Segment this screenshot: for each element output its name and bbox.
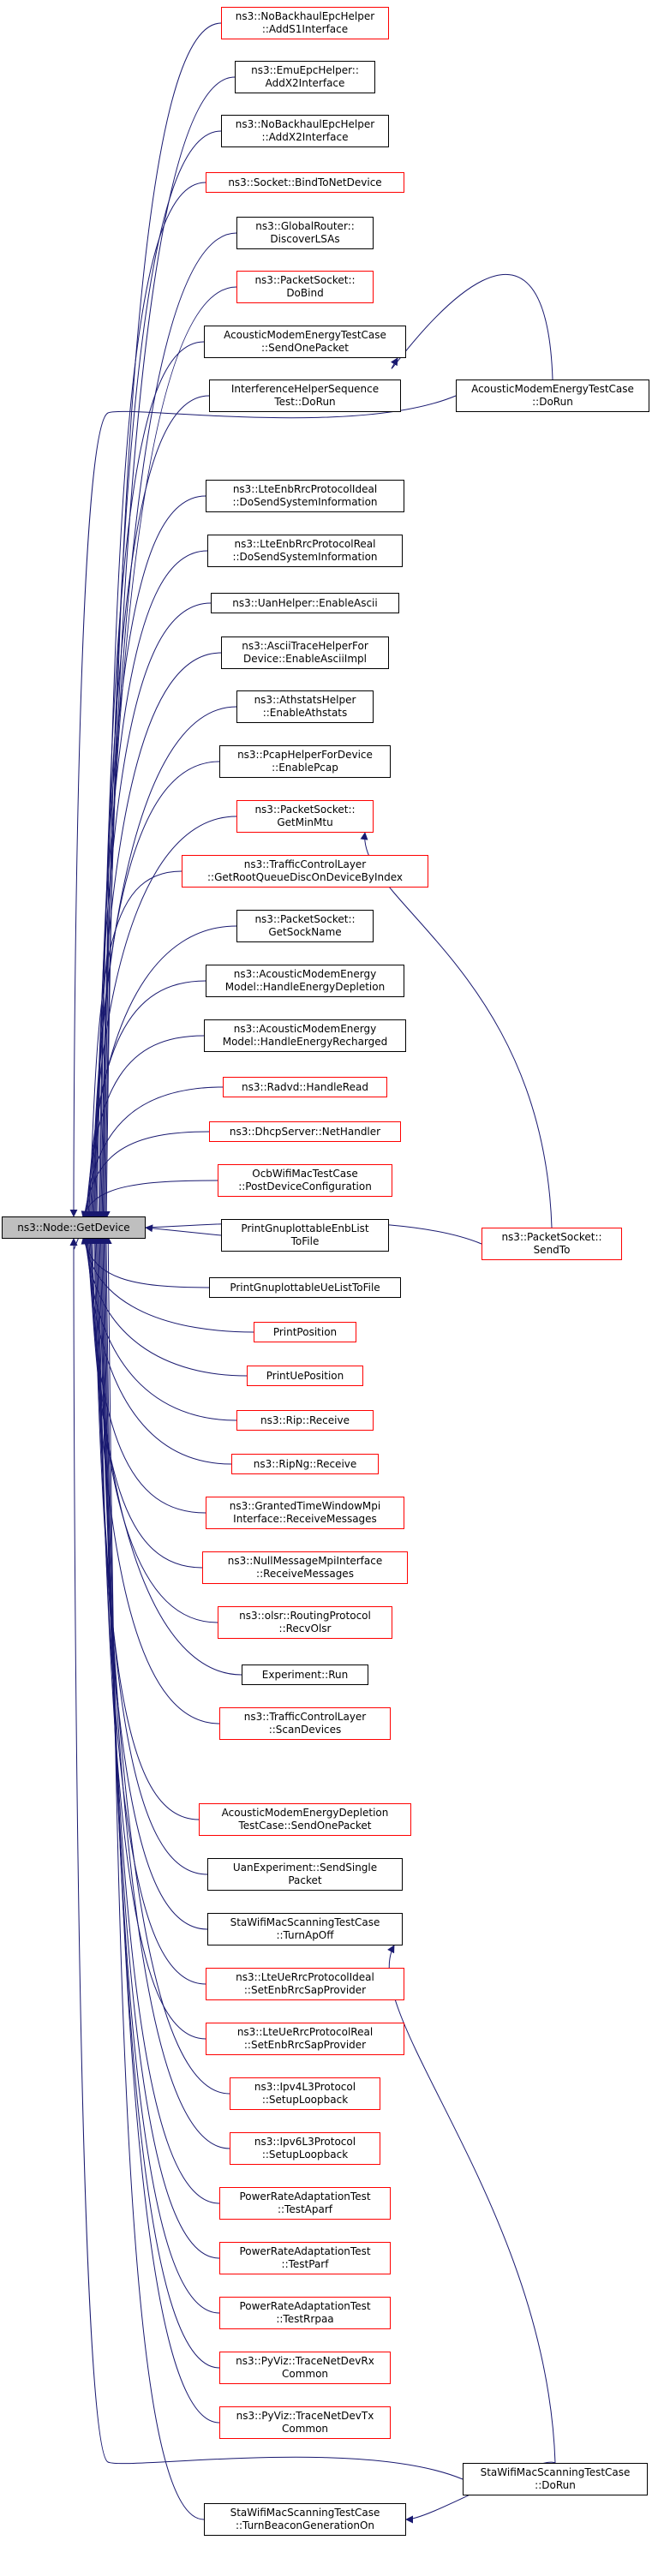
- edge-n18-to-root: [83, 980, 206, 1219]
- graph-node-n49[interactable]: StaWifiMacScanningTestCase ::DoRun: [463, 2463, 648, 2495]
- graph-node-n42[interactable]: PowerRateAdaptationTest ::TestParf: [219, 2242, 391, 2274]
- edge-n46-to-root: [104, 1236, 205, 2520]
- edge-n2-to-root: [101, 76, 236, 1219]
- edge-n23-to-root: [145, 1224, 222, 1236]
- graph-node-n21[interactable]: ns3::DhcpServer::NetHandler: [209, 1121, 401, 1142]
- graph-node-n39[interactable]: ns3::Ipv4L3Protocol ::SetupLoopback: [230, 2077, 380, 2110]
- edge-n17-to-root: [84, 925, 237, 1219]
- edge-n13-to-root: [88, 706, 237, 1219]
- graph-node-n45[interactable]: ns3::PyViz::TraceNetDevTx Common: [219, 2406, 391, 2439]
- graph-node-n13[interactable]: ns3::AthstatsHelper ::EnableAthstats: [236, 690, 374, 723]
- graph-node-n8[interactable]: InterferenceHelperSequence Test::DoRun: [209, 380, 401, 412]
- edge-n31-to-root: [86, 1236, 218, 1623]
- edge-n16-to-root: [86, 870, 182, 1219]
- graph-node-n27[interactable]: ns3::Rip::Receive: [236, 1410, 374, 1431]
- graph-node-n25[interactable]: PrintPosition: [254, 1322, 356, 1342]
- graph-node-n22[interactable]: OcbWifiMacTestCase ::PostDeviceConfigura…: [218, 1164, 392, 1197]
- edge-n19-to-root: [82, 1035, 205, 1219]
- edge-n37-to-root: [93, 1236, 206, 1985]
- edge-n47-to-n7: [390, 273, 553, 380]
- graph-node-n30[interactable]: ns3::NullMessageMpiInterface ::ReceiveMe…: [202, 1551, 408, 1584]
- graph-node-n5[interactable]: ns3::GlobalRouter:: DiscoverLSAs: [236, 217, 374, 249]
- graph-node-n38[interactable]: ns3::LteUeRrcProtocolReal ::SetEnbRrcSap…: [206, 2023, 404, 2055]
- graph-node-n2[interactable]: ns3::EmuEpcHelper:: AddX2Interface: [235, 61, 375, 93]
- edge-n35-to-root: [91, 1236, 208, 1875]
- graph-node-n33[interactable]: ns3::TrafficControlLayer ::ScanDevices: [219, 1707, 391, 1740]
- graph-node-n46[interactable]: StaWifiMacScanningTestCase ::TurnBeaconG…: [204, 2503, 406, 2536]
- graph-node-n18[interactable]: ns3::AcousticModemEnergy Model::HandleEn…: [206, 965, 404, 997]
- graph-node-n17[interactable]: ns3::PacketSocket:: GetSockName: [236, 910, 374, 942]
- graph-node-n28[interactable]: ns3::RipNg::Receive: [231, 1454, 379, 1474]
- graph-node-n4[interactable]: ns3::Socket::BindToNetDevice: [206, 172, 404, 193]
- edge-n20-to-root: [81, 1086, 224, 1219]
- edge-n45-to-root: [102, 1236, 220, 2424]
- graph-node-n26[interactable]: PrintUePosition: [247, 1366, 363, 1386]
- graph-node-n7[interactable]: AcousticModemEnergyTestCase ::SendOnePac…: [204, 326, 406, 358]
- graph-node-n35[interactable]: UanExperiment::SendSingle Packet: [207, 1858, 403, 1891]
- graph-node-n11[interactable]: ns3::UanHelper::EnableAscii: [211, 593, 399, 613]
- edge-n39-to-root: [95, 1236, 230, 2095]
- graph-node-n48[interactable]: ns3::PacketSocket:: SendTo: [482, 1228, 622, 1260]
- graph-node-n15[interactable]: ns3::PacketSocket:: GetMinMtu: [236, 800, 374, 833]
- edge-n47-to-root: [69, 395, 457, 1217]
- edge-n49-to-root: [69, 1238, 464, 2480]
- edge-n34-to-root: [90, 1236, 200, 1820]
- edge-n21-to-root: [81, 1131, 210, 1219]
- edge-n15-to-root: [87, 816, 237, 1219]
- edge-n43-to-root: [99, 1236, 220, 2314]
- graph-node-n44[interactable]: ns3::PyViz::TraceNetDevRx Common: [219, 2352, 391, 2384]
- graph-node-n37[interactable]: ns3::LteUeRrcProtocolIdeal ::SetEnbRrcSa…: [206, 1968, 404, 2000]
- edge-n22-to-root: [81, 1180, 218, 1219]
- edge-n14-to-root: [87, 761, 220, 1219]
- graph-node-n16[interactable]: ns3::TrafficControlLayer ::GetRootQueueD…: [182, 855, 428, 888]
- graph-node-n32[interactable]: Experiment::Run: [242, 1665, 368, 1685]
- graph-node-n1[interactable]: ns3::NoBackhaulEpcHelper ::AddS1Interfac…: [221, 7, 389, 39]
- graph-node-n23[interactable]: PrintGnuplottableEnbList ToFile: [221, 1219, 389, 1252]
- graph-node-n19[interactable]: ns3::AcousticModemEnergy Model::HandleEn…: [204, 1019, 406, 1052]
- graph-node-n29[interactable]: ns3::GrantedTimeWindowMpi Interface::Rec…: [206, 1497, 404, 1529]
- graph-node-n34[interactable]: AcousticModemEnergyDepletion TestCase::S…: [199, 1803, 411, 1836]
- edge-n36-to-root: [93, 1236, 208, 1930]
- graph-node-n9[interactable]: ns3::LteEnbRrcProtocolIdeal ::DoSendSyst…: [206, 480, 404, 512]
- graph-node-n41[interactable]: PowerRateAdaptationTest ::TestAparf: [219, 2187, 391, 2220]
- edge-n38-to-root: [94, 1236, 206, 2040]
- edge-n41-to-root: [98, 1236, 220, 2204]
- graph-node-n3[interactable]: ns3::NoBackhaulEpcHelper ::AddX2Interfac…: [221, 115, 389, 147]
- edge-n44-to-root: [101, 1236, 220, 2369]
- graph-node-n43[interactable]: PowerRateAdaptationTest ::TestRrpaa: [219, 2297, 391, 2329]
- graph-node-n14[interactable]: ns3::PcapHelperForDevice ::EnablePcap: [219, 745, 391, 778]
- graph-node-n36[interactable]: StaWifiMacScanningTestCase ::TurnApOff: [207, 1913, 403, 1945]
- graph-node-n40[interactable]: ns3::Ipv6L3Protocol ::SetupLoopback: [230, 2132, 380, 2165]
- graph-node-n20[interactable]: ns3::Radvd::HandleRead: [223, 1077, 387, 1097]
- edge-n30-to-root: [85, 1236, 203, 1569]
- edge-n11-to-root: [91, 602, 212, 1219]
- graph-node-n10[interactable]: ns3::LteEnbRrcProtocolReal ::DoSendSyste…: [207, 535, 403, 567]
- graph-node-n12[interactable]: ns3::AsciiTraceHelperFor Device::EnableA…: [221, 637, 389, 669]
- graph-node-n6[interactable]: ns3::PacketSocket:: DoBind: [236, 271, 374, 303]
- edge-n42-to-root: [99, 1236, 220, 2259]
- graph-node-n24[interactable]: PrintGnuplottableUeListToFile: [209, 1277, 401, 1298]
- graph-root-node[interactable]: ns3::Node::GetDevice: [2, 1216, 146, 1239]
- edge-n4-to-root: [99, 182, 206, 1219]
- graph-node-n47[interactable]: AcousticModemEnergyTestCase ::DoRun: [456, 380, 649, 412]
- graph-node-n31[interactable]: ns3::olsr::RoutingProtocol ::RecvOlsr: [218, 1606, 392, 1639]
